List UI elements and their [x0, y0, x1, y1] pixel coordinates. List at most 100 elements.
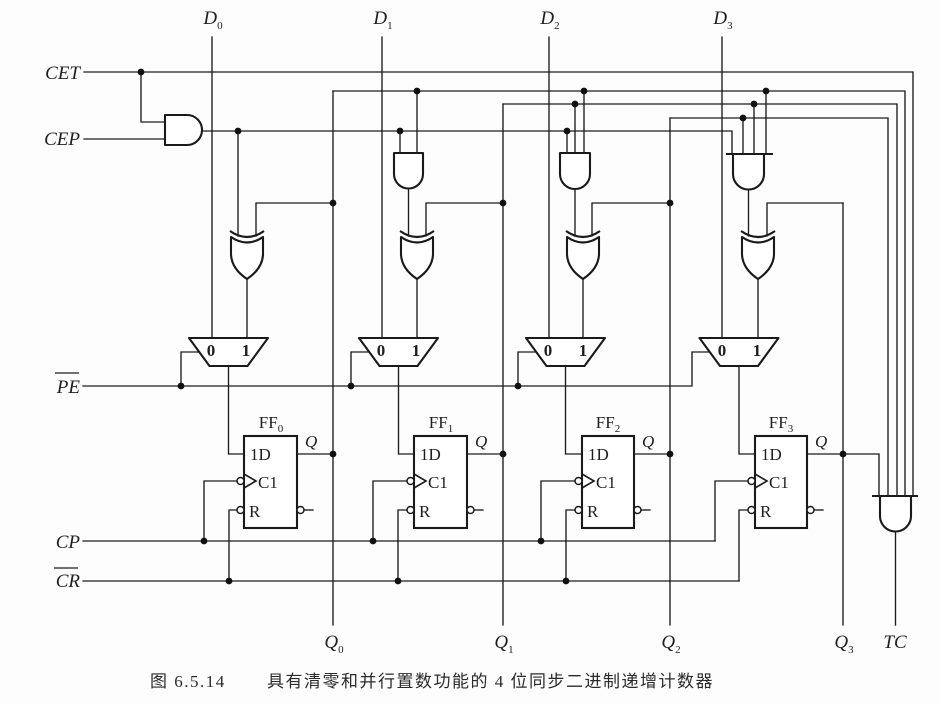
wire-ff1-reset [397, 509, 408, 582]
junction-dot [666, 199, 674, 207]
label-cp: CP [56, 532, 81, 553]
carry-and-gate-2 [558, 151, 592, 190]
flip-flop-2: FF2 1D C1 R Q [574, 413, 654, 530]
junction-dot [580, 87, 588, 95]
wire-xor0-in-q0 [255, 202, 334, 237]
label-d2: D2 [539, 8, 559, 32]
junction-dot [762, 87, 770, 95]
ff3-reset-inversion-bubble [747, 505, 756, 515]
wires [82, 36, 914, 626]
ff1-d-pin: 1D [420, 445, 441, 464]
ff3-clock-triangle-icon [754, 473, 769, 489]
enable-and-gate [163, 113, 203, 147]
xor-gate-3-shield [740, 230, 776, 239]
wire-cet [83, 71, 914, 497]
label-tc: TC [883, 632, 907, 653]
label-d3: D3 [712, 8, 733, 32]
wire-xor2-in-q2 [591, 202, 671, 237]
ff2-reset-pin: R [587, 502, 599, 521]
wire-mux3-out [738, 365, 756, 455]
wire-pe [82, 351, 711, 387]
xor-gate-2-shield [565, 230, 601, 239]
ff0-label: FF0 [259, 413, 284, 435]
junction-dot [839, 450, 847, 458]
ff2-clock-triangle-icon [581, 473, 596, 489]
mux-1-in1-label: 1 [412, 341, 421, 360]
ff2-d-pin: 1D [588, 445, 609, 464]
mux-2-in0-label: 0 [544, 341, 553, 360]
mux-0: 0 1 [187, 336, 270, 368]
ff0-qbar-bubble [296, 505, 305, 515]
mux-2-body [524, 336, 607, 368]
junction-dot [562, 577, 570, 585]
label-q1: Q1 [494, 632, 513, 656]
ff2-qbar-bubble [633, 505, 642, 515]
xor-gate-0 [229, 230, 265, 281]
wire-ff0-clk [203, 480, 238, 542]
ff1-q-label: Q [475, 432, 487, 451]
flip-flop-0: FF0 1D C1 R Q [236, 413, 317, 530]
mux-3: 0 1 [698, 336, 780, 368]
junction-dot [413, 87, 421, 95]
junction-dot [200, 537, 208, 545]
ff2-q-label: Q [642, 432, 654, 451]
label-cep: CEP [44, 129, 80, 150]
ff0-clk-inversion-bubble [236, 476, 245, 486]
carry-and-gate-3-body [731, 152, 766, 191]
xor-gate-1-shield [399, 230, 435, 239]
junction-dot [537, 537, 545, 545]
mux-1-in0-label: 0 [377, 341, 386, 360]
wire-ff3-reset [738, 509, 749, 582]
mux-2-in1-label: 1 [579, 341, 588, 360]
wire-ff2-clk [540, 480, 576, 542]
xor-gate-3 [740, 230, 776, 281]
ff1-clk-inversion-bubble [406, 476, 415, 486]
mux-3-body [698, 336, 780, 368]
flip-flop-1: FF1 1D C1 R Q [406, 413, 487, 530]
label-cr: CR [56, 571, 81, 592]
junction-dot [329, 199, 337, 207]
ff2-clk-inversion-bubble [574, 476, 583, 486]
ff0-clk-pin: C1 [258, 473, 278, 492]
wire-ff2-reset [565, 509, 576, 582]
ff1-label: FF1 [429, 413, 453, 435]
ff3-clk-inversion-bubble [747, 476, 756, 486]
wire-mux1-select [350, 351, 370, 387]
junction-dot [329, 450, 337, 458]
junction-dot [514, 382, 522, 390]
wire-xor1-in-q1 [425, 202, 504, 237]
wire-mux2-select [517, 351, 537, 387]
junction-dot [347, 382, 355, 390]
wire-ff0-reset [228, 509, 238, 582]
junction-dot [666, 450, 674, 458]
junction-dot [369, 537, 377, 545]
wire-q3-bus [842, 453, 880, 497]
wire-mux0-out [227, 365, 245, 455]
junction-dot [225, 577, 233, 585]
junction-dot [563, 127, 571, 135]
junction-dot [499, 199, 507, 207]
ff3-qbar-bubble [806, 505, 815, 515]
label-pe: PE [56, 377, 81, 398]
ff0-q-label: Q [305, 432, 317, 451]
label-d1: D1 [372, 8, 392, 32]
wire-mux1-out [397, 365, 415, 455]
mux-2: 0 1 [524, 336, 607, 368]
ff0-d-pin: 1D [250, 445, 271, 464]
junction-dots [137, 68, 847, 585]
junction-dot [739, 114, 747, 122]
mux-3-in1-label: 1 [753, 341, 762, 360]
wire-cet-to-enable-gate [140, 71, 166, 123]
flip-flop-3: FF3 1D C1 R Q [747, 413, 827, 530]
label-d0: D0 [202, 8, 223, 32]
ff3-q-label: Q [815, 432, 827, 451]
mux-1-body [357, 336, 440, 368]
wire-q0-bus [332, 90, 906, 497]
ff0-reset-inversion-bubble [236, 505, 245, 515]
ff3-reset-pin: R [760, 502, 772, 521]
ff2-box [580, 434, 636, 530]
ff2-reset-inversion-bubble [574, 505, 583, 515]
label-q0: Q0 [324, 632, 344, 656]
xor-gate-2 [565, 230, 601, 281]
